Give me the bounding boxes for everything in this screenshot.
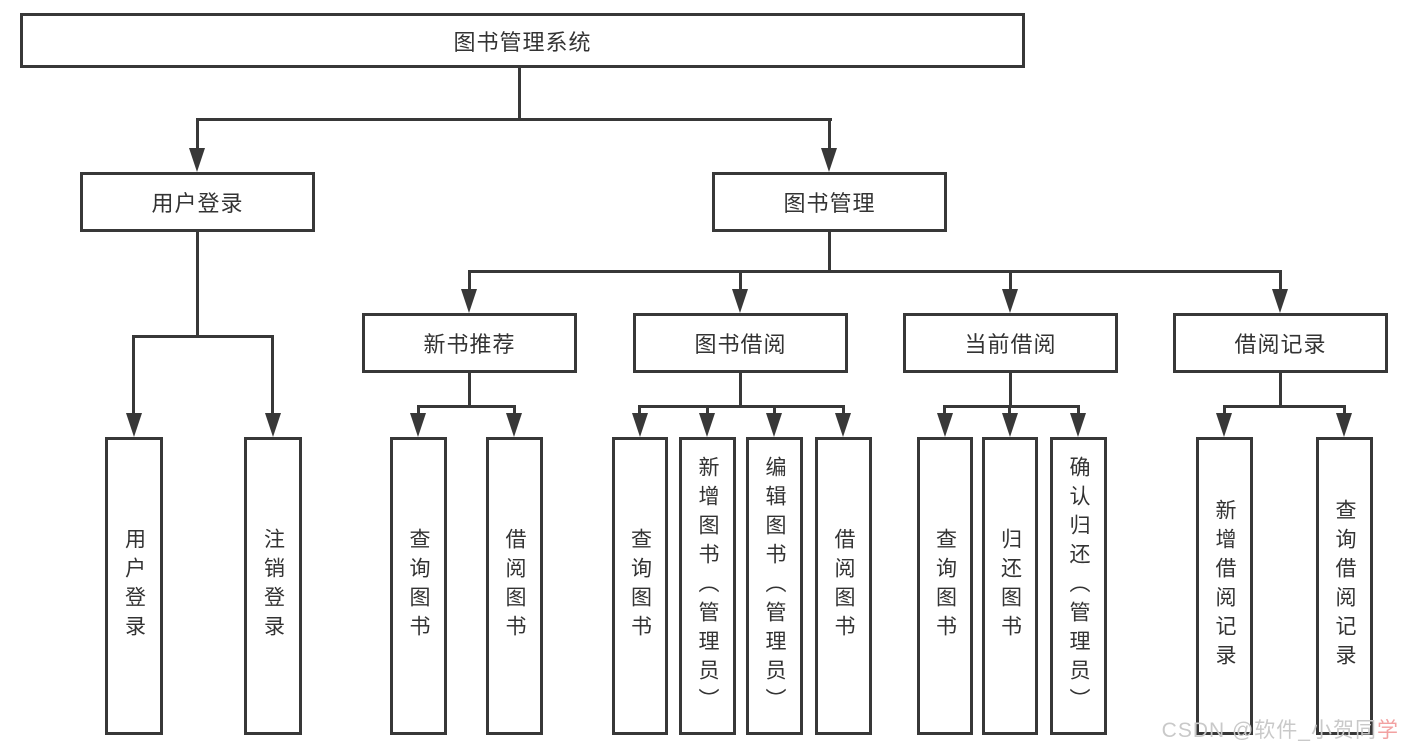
node-leaf-add-books-admin: 新增图书（管理员） [679,437,736,735]
connector-records-rail [1223,405,1346,408]
connector-stem-book-borrowing [739,270,742,291]
watermark: CSDN @软件_小贺同学 [1162,714,1399,744]
node-root-system: 图书管理系统 [20,13,1025,68]
arrowhead-book-management [821,148,837,172]
node-leaf-user-login: 用户登录 [105,437,163,735]
arrowhead-new-book-recommend [461,289,477,313]
connector-stem-current-borrowing [1009,270,1012,291]
connector-rec-stem [468,373,471,405]
arrowhead-lf3 [410,413,426,437]
node-book-borrowing: 图书借阅 [633,313,848,373]
node-borrowing-records: 借阅记录 [1173,313,1388,373]
watermark-accent-text: 学 [1377,719,1399,742]
arrowhead-user-login [189,148,205,172]
connector-borrow-rail [638,405,845,408]
connector-stem-lf8 [842,405,845,415]
connector-current-rail [943,405,1080,408]
connector-stem-lf10 [1008,405,1011,415]
arrowhead-borrowing-records [1272,289,1288,313]
node-new-book-recommend: 新书推荐 [362,313,577,373]
node-current-borrowing: 当前借阅 [903,313,1118,373]
node-book-management: 图书管理 [712,172,947,232]
arrowhead-lf13 [1336,413,1352,437]
arrowhead-leaf-user-login [126,413,142,437]
connector-book-management-stem [828,232,831,270]
node-leaf-query-books-rec: 查询图书 [390,437,447,735]
arrowhead-current-borrowing [1002,289,1018,313]
arrowhead-book-borrowing [732,289,748,313]
connector-user-login-stem [196,232,199,335]
connector-level2-rail [196,118,832,121]
connector-rec-rail [417,405,516,408]
node-leaf-query-books-borrow: 查询图书 [612,437,668,735]
node-leaf-query-books-current: 查询图书 [917,437,973,735]
node-leaf-return-books: 归还图书 [982,437,1038,735]
arrowhead-lf4 [506,413,522,437]
node-leaf-borrow-books: 借阅图书 [815,437,872,735]
watermark-text: CSDN @软件_小贺同 [1161,719,1377,742]
connector-borrow-stem [739,373,742,405]
connector-stem-new-book-recommend [468,270,471,291]
connector-stem-lf9 [943,405,946,415]
arrowhead-lf6 [699,413,715,437]
connector-stem-lf12 [1223,405,1226,415]
arrowhead-lf10 [1002,413,1018,437]
connector-stem-lf5 [638,405,641,415]
arrowhead-lf9 [937,413,953,437]
node-user-login: 用户登录 [80,172,315,232]
arrowhead-lf12 [1216,413,1232,437]
node-leaf-confirm-return-admin: 确认归还（管理员） [1050,437,1107,735]
connector-root-stem [518,68,521,118]
node-leaf-logout: 注销登录 [244,437,302,735]
connector-stem-to-user-login [196,118,199,150]
node-leaf-edit-books-admin: 编辑图书（管理员） [746,437,803,735]
connector-stem-lf3 [417,405,420,415]
connector-stem-lf13 [1343,405,1346,415]
connector-stem-borrowing-records [1279,270,1282,291]
node-leaf-borrow-books-rec: 借阅图书 [486,437,543,735]
arrowhead-lf7 [766,413,782,437]
connector-user-login-rail [132,335,274,338]
arrowhead-lf8 [835,413,851,437]
arrowhead-lf5 [632,413,648,437]
connector-stem-lf11 [1077,405,1080,415]
connector-stem-leaf-logout [271,335,274,415]
arrowhead-leaf-logout [265,413,281,437]
connector-records-stem [1279,373,1282,405]
arrowhead-lf11 [1070,413,1086,437]
connector-stem-lf4 [513,405,516,415]
connector-stem-to-book-management [828,118,831,150]
node-leaf-add-borrow-record: 新增借阅记录 [1196,437,1253,735]
connector-stem-lf7 [773,405,776,415]
connector-current-stem [1009,373,1012,405]
connector-stem-leaf-user-login [132,335,135,415]
connector-level3-rail [468,270,1282,273]
connector-stem-lf6 [706,405,709,415]
node-leaf-query-borrow-record: 查询借阅记录 [1316,437,1373,735]
